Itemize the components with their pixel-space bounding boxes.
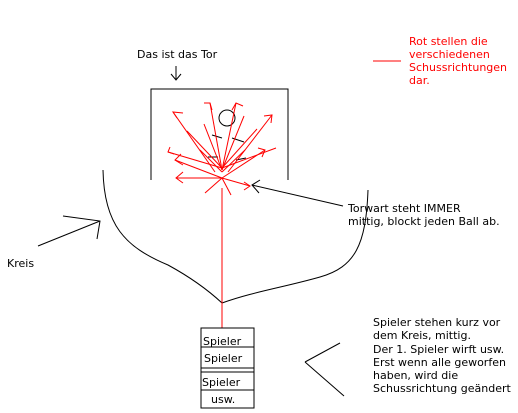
legend-line-1: Rot stellen die bbox=[409, 35, 488, 48]
goal-frame bbox=[150, 88, 289, 180]
players-note-arrow bbox=[304, 342, 345, 397]
legend-line-4: dar. bbox=[409, 74, 430, 87]
players-note-line-3: Der 1. Spieler wirft usw. bbox=[373, 343, 505, 356]
legend-line-2: verschiedenen bbox=[409, 48, 490, 61]
players-note-line-5: haben, wird die bbox=[373, 369, 459, 382]
circle-label: Kreis bbox=[7, 257, 35, 270]
circle-line-right bbox=[221, 189, 369, 304]
players-note-line-1: Spieler stehen kurz vor bbox=[373, 316, 501, 329]
player-label-2: Spieler bbox=[204, 352, 243, 365]
goal-label: Das ist das Tor bbox=[137, 48, 218, 61]
circle-label-arrow bbox=[37, 215, 101, 247]
player-label-etc: usw. bbox=[211, 393, 236, 406]
goalkeeper-figure bbox=[208, 109, 247, 161]
player-label-1: Spieler bbox=[203, 335, 242, 348]
players-note-line-2: dem Kreis, mittig. bbox=[373, 329, 471, 342]
legend-line-3: Schussrichtungen bbox=[409, 61, 508, 74]
player-label-3: Spieler bbox=[202, 376, 241, 389]
players-note-line-6: Schussrichtung geändert bbox=[373, 382, 511, 395]
keeper-note-line-2: mittig, blockt jeden Ball ab. bbox=[348, 215, 500, 228]
players-note-line-4: Erst wenn alle geworfen bbox=[373, 356, 506, 369]
keeper-note-arrow bbox=[251, 179, 344, 207]
circle-line-left bbox=[102, 169, 223, 304]
keeper-note-line-1: Torwart steht IMMER bbox=[348, 202, 461, 215]
goal-label-arrow bbox=[170, 66, 182, 81]
players-box bbox=[200, 327, 255, 409]
shot-directions bbox=[167, 102, 277, 328]
